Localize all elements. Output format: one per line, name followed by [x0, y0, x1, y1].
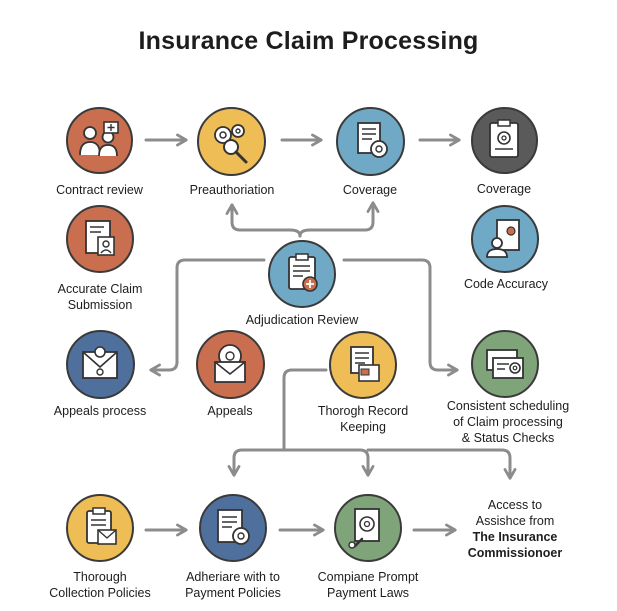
- coverage-label-1: Coverage: [342, 183, 398, 197]
- arrow-to-commissioner: [366, 448, 510, 477]
- clipboard-envelope-icon: [86, 507, 117, 545]
- adjudication-review-label: Adjudication Review: [245, 313, 359, 327]
- preauthorization-label: Preauthoriation: [189, 183, 275, 197]
- coverage-node-1: [336, 107, 405, 176]
- appeals-process-node: [66, 330, 135, 399]
- arrow-adjudication-to-appeals-process: [152, 258, 266, 370]
- document-wrench-icon: [348, 508, 380, 549]
- collection-policies-label: Thorough Collection Policies: [49, 570, 151, 600]
- commissioner-label: Access to Assishce from The Insurance Co…: [467, 498, 563, 560]
- stacked-documents-icon: [350, 346, 380, 382]
- record-keeping-label: Thorogh Record Keeping: [317, 404, 409, 434]
- arrow-record-keeping-split: [282, 368, 328, 452]
- diagram-title: Insurance Claim Processing: [138, 27, 479, 55]
- collection-policies-node: [66, 494, 134, 562]
- contract-review-node: [66, 107, 133, 174]
- preauthorization-node: [197, 107, 266, 176]
- clipboard-plus-icon: [288, 253, 318, 292]
- person-document-icon: [486, 219, 520, 258]
- payment-policies-node: [199, 494, 267, 562]
- consistent-scheduling-label: Consistent scheduling of Claim processin…: [446, 399, 570, 445]
- clipboard-gear-icon: [489, 119, 519, 158]
- id-document-icon: [85, 220, 115, 256]
- code-accuracy-node: [471, 205, 539, 273]
- appeals-label: Appeals: [207, 404, 253, 418]
- envelope-gear-icon: [214, 344, 246, 383]
- people-document-icon: [79, 121, 119, 157]
- prompt-payment-node: [334, 494, 402, 562]
- arrow-adjudication-to-preauth: [232, 206, 302, 238]
- code-accuracy-label: Code Accuracy: [463, 277, 549, 291]
- accurate-submission-label: Accurate Claim Submission: [57, 282, 143, 312]
- payment-policies-label: Adheriare with to Payment Policies: [185, 570, 281, 600]
- envelope-person-icon: [82, 346, 118, 379]
- consistent-scheduling-node: [471, 330, 539, 398]
- coverage-label-2: Coverage: [476, 182, 532, 196]
- document-gear-icon: [357, 122, 388, 158]
- arrow-to-payment-policies: [234, 448, 286, 474]
- coverage-node-2: [471, 107, 538, 174]
- adjudication-review-node: [268, 240, 336, 308]
- arrow-adjudication-to-coverage: [298, 204, 373, 238]
- prompt-payment-label: Compiane Prompt Payment Laws: [317, 570, 419, 600]
- accurate-submission-node: [66, 205, 134, 273]
- arrow-to-prompt-payment: [282, 448, 368, 474]
- gears-magnifier-icon: [214, 124, 248, 164]
- document-gear-icon: [217, 509, 250, 545]
- cards-gear-icon: [486, 349, 524, 379]
- appeals-node: [196, 330, 265, 399]
- record-keeping-node: [329, 331, 397, 399]
- contract-review-label: Contract review: [56, 183, 143, 197]
- appeals-process-label: Appeals process: [53, 404, 147, 418]
- arrow-adjudication-to-scheduling: [342, 258, 456, 370]
